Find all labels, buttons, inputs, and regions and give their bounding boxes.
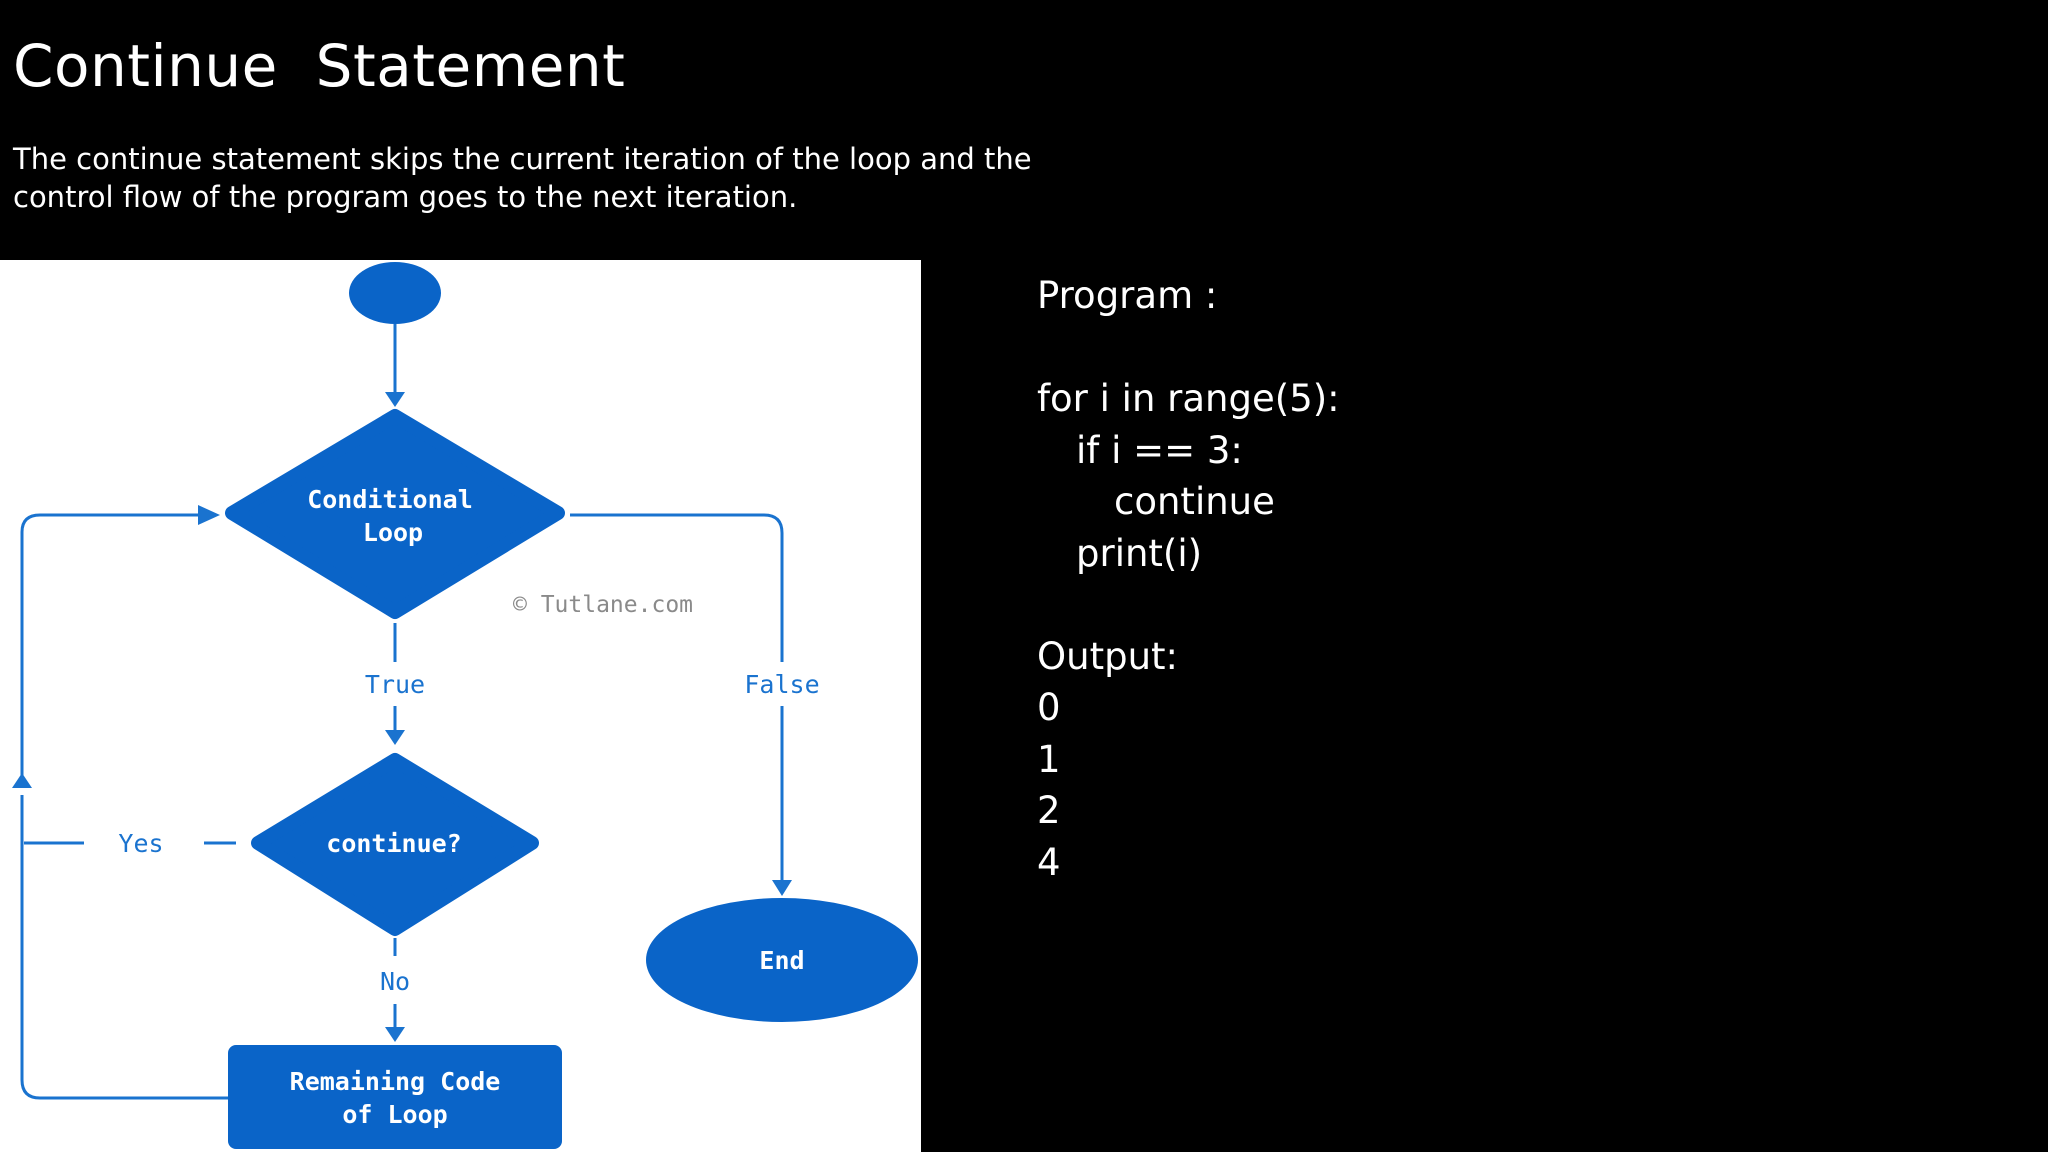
code-line: if i == 3: (1076, 428, 1243, 472)
continue-decision-diamond (251, 753, 539, 936)
arrowhead-down (772, 880, 792, 896)
start-node (349, 262, 441, 324)
spacer (1037, 322, 2017, 374)
arrowhead-down (385, 730, 405, 745)
conditional-label: Loop (363, 518, 423, 547)
output-value: 0 (1037, 686, 1061, 729)
flowchart-canvas: Conditional Loop © Tutlane.com True cont… (12, 262, 918, 1149)
program-heading: Program : (1037, 274, 1218, 317)
output-value: 2 (1037, 789, 1061, 832)
no-label: No (380, 967, 410, 996)
code-line: continue (1114, 480, 1275, 523)
program-panel: Program : for i in range(5): if i == 3: … (1037, 270, 2017, 888)
code-line: for i in range(5): (1037, 377, 1340, 420)
watermark: © Tutlane.com (513, 592, 693, 618)
remaining-code-label: Remaining Code (290, 1067, 501, 1096)
code-line: print(i) (1076, 531, 1203, 575)
spacer (1037, 579, 2017, 631)
output-value: 4 (1037, 840, 1061, 884)
continue-flowchart: Conditional Loop © Tutlane.com True cont… (0, 260, 921, 1152)
description-line: control flow of the program goes to the … (13, 180, 798, 214)
arrowhead-down (385, 1027, 405, 1042)
loop-back-line (20, 846, 228, 1100)
false-label: False (744, 670, 819, 699)
end-label: End (759, 946, 804, 975)
output-heading: Output: (1037, 634, 1178, 678)
loop-back-line (20, 513, 205, 778)
description-line: The continue statement skips the current… (13, 142, 1032, 176)
yes-label: Yes (118, 829, 163, 858)
arrowhead-down (385, 392, 405, 407)
true-label: True (365, 670, 425, 699)
conditional-loop-diamond (225, 409, 565, 619)
continue-label: continue? (326, 829, 461, 858)
remaining-code-label: of Loop (342, 1100, 447, 1129)
false-branch-line (570, 513, 784, 662)
slide-description: The continue statement skips the current… (13, 140, 1032, 216)
arrowhead-right (198, 505, 220, 525)
end-node (646, 898, 918, 1022)
slide-title: Continue Statement (13, 32, 626, 100)
remaining-code-box (228, 1045, 562, 1149)
output-value: 1 (1037, 737, 1061, 781)
arrowhead-up (12, 773, 32, 788)
conditional-label: Conditional (307, 485, 473, 514)
